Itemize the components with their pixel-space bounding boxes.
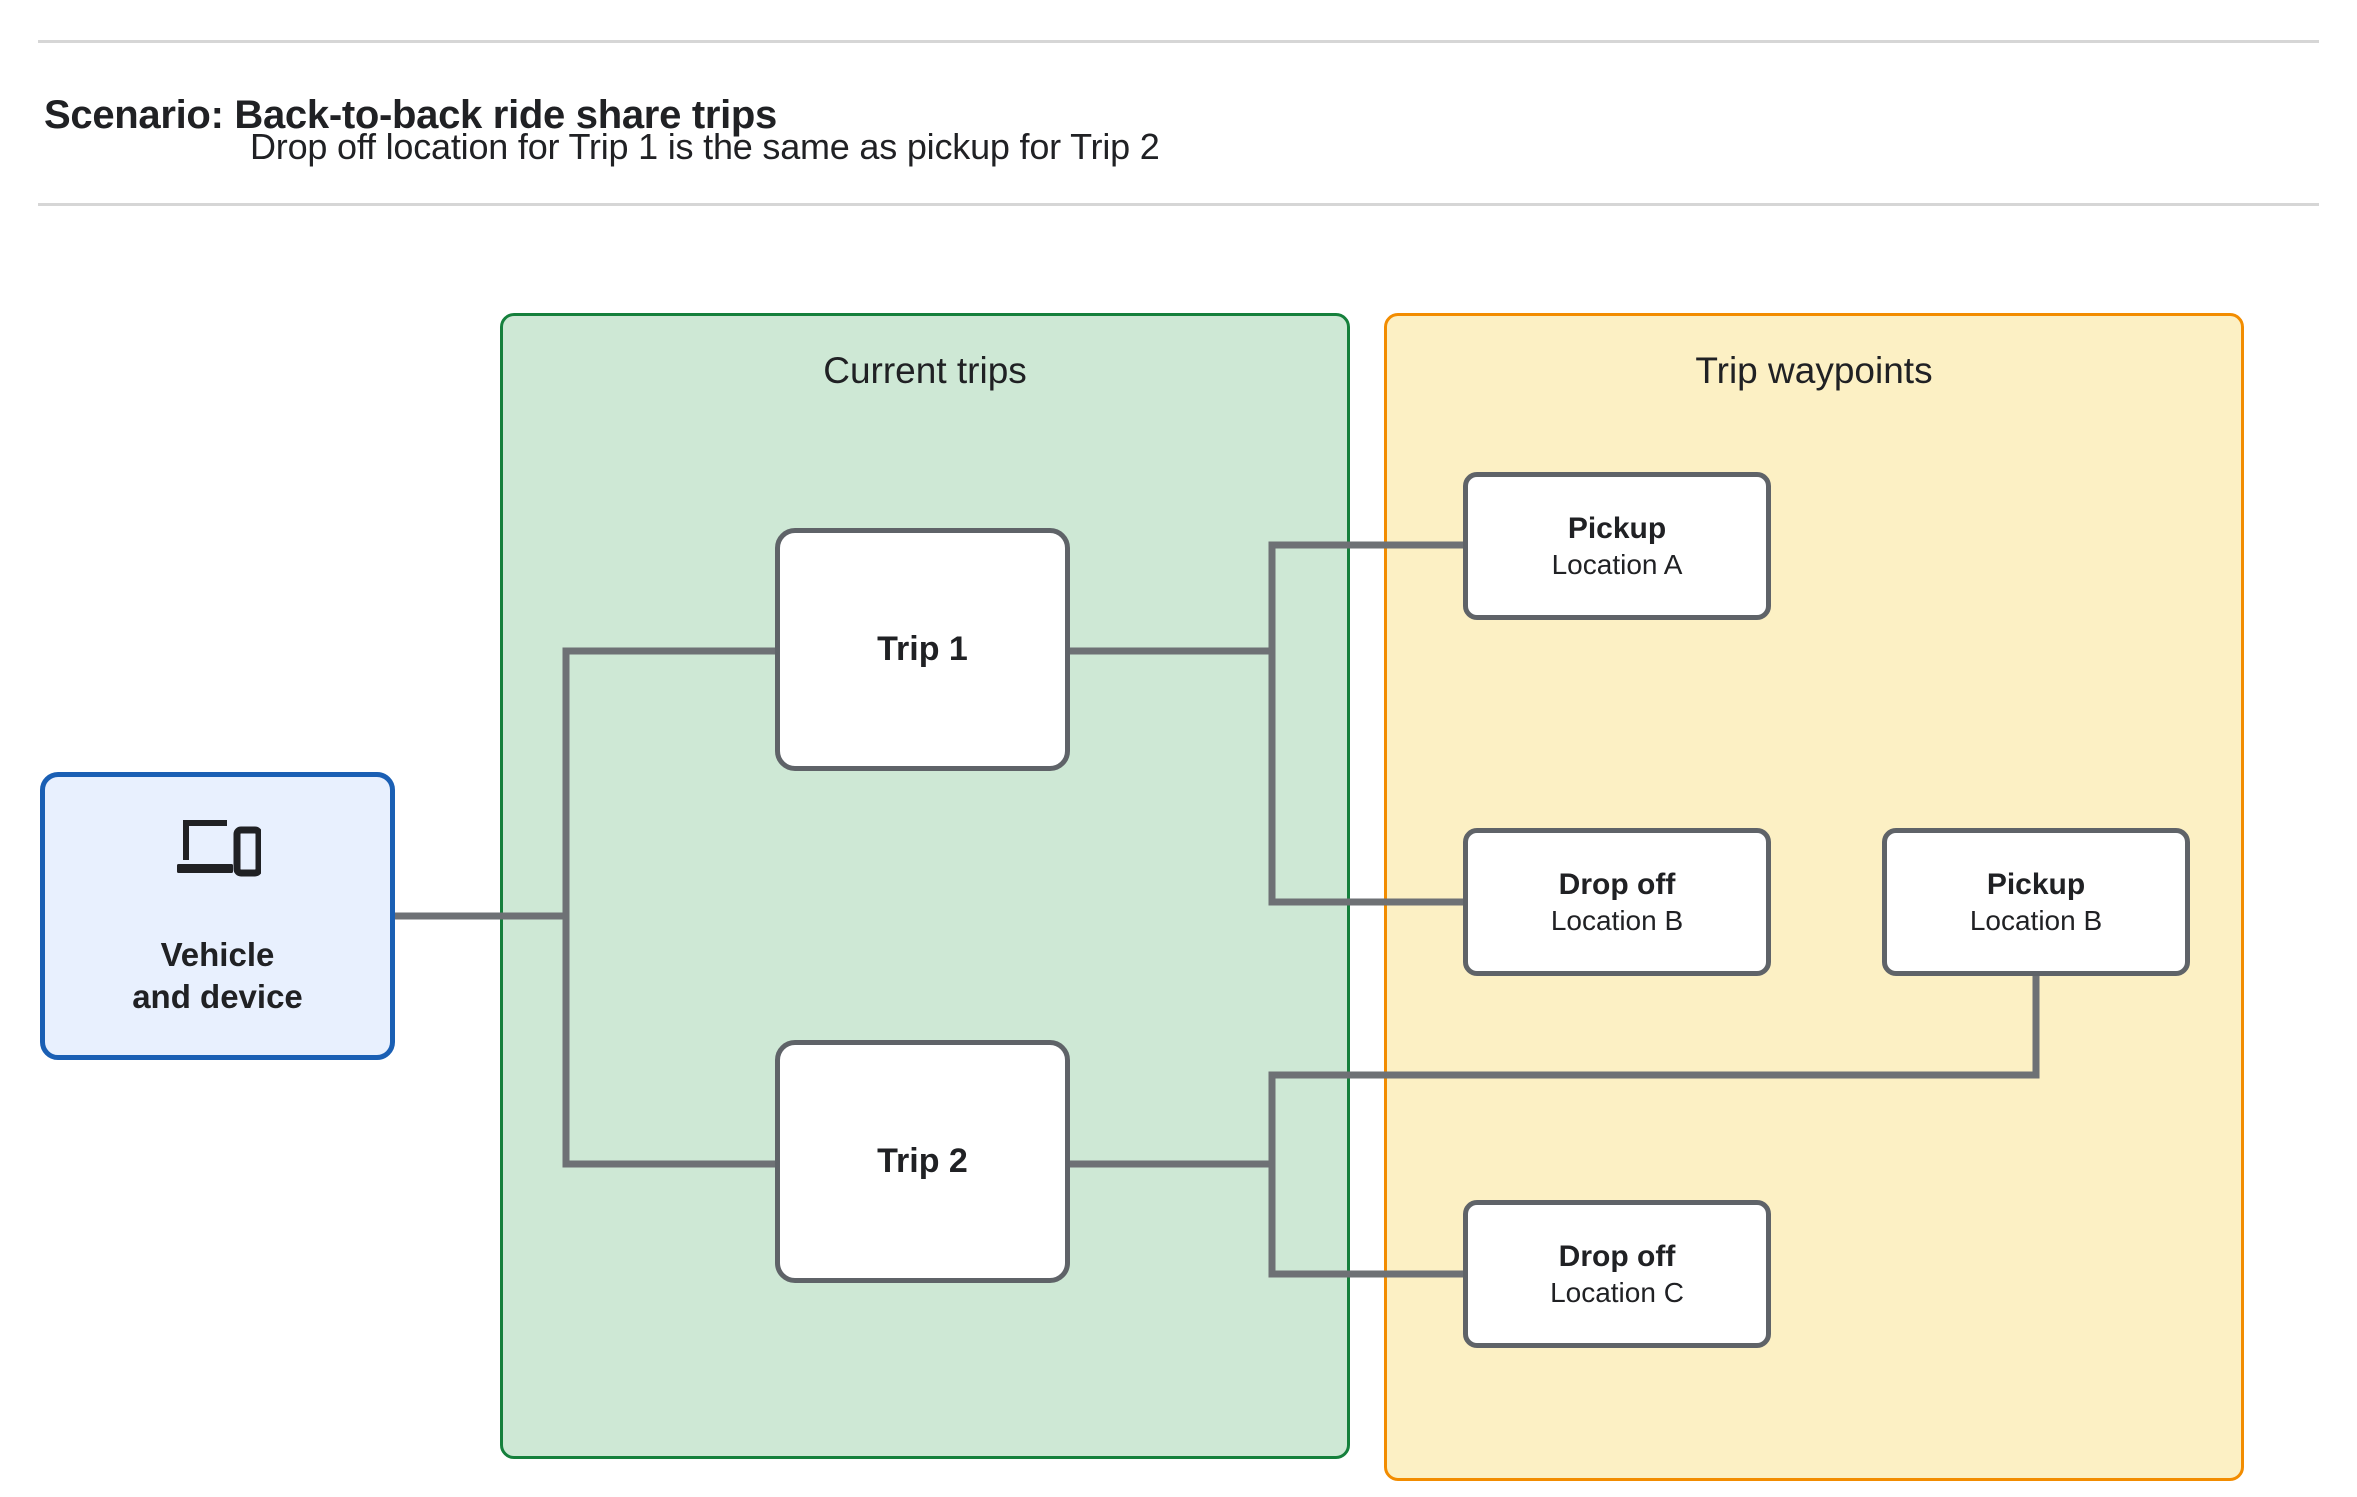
waypoint-node-pickup-b[interactable]: Pickup Location B (1882, 828, 2190, 976)
page-title: Scenario: Back-to-back ride share trips (44, 92, 778, 137)
waypoint-pickup-a-location: Location A (1551, 548, 1683, 580)
group-current-trips: Current trips (500, 313, 1350, 1459)
devices-icon (176, 819, 261, 877)
page-subtitle: Drop off location for Trip 1 is the same… (250, 126, 1160, 167)
waypoint-node-dropoff-c[interactable]: Drop off Location C (1463, 1200, 1771, 1348)
group-current-trips-title: Current trips (823, 350, 1027, 391)
waypoint-dropoff-c-title: Drop off (1558, 1240, 1676, 1274)
waypoint-pickup-a-title: Pickup (1567, 512, 1667, 546)
waypoint-pickup-b-location: Location B (1969, 904, 2103, 936)
vehicle-and-device-label: Vehicle and device (132, 935, 303, 1015)
trip-node-1-label: Trip 1 (877, 630, 968, 668)
header-divider-top (38, 40, 2319, 43)
waypoint-dropoff-b-title: Drop off (1558, 868, 1676, 902)
waypoint-dropoff-c-location: Location C (1550, 1276, 1684, 1308)
header-divider-bottom (38, 203, 2319, 206)
group-trip-waypoints-title: Trip waypoints (1695, 350, 1933, 391)
trip-node-1[interactable]: Trip 1 (775, 528, 1070, 771)
waypoint-node-pickup-a[interactable]: Pickup Location A (1463, 472, 1771, 620)
waypoint-node-dropoff-b[interactable]: Drop off Location B (1463, 828, 1771, 976)
vehicle-and-device-node[interactable]: Vehicle and device (40, 772, 395, 1060)
waypoint-dropoff-b-location: Location B (1550, 904, 1684, 936)
trip-node-2-label: Trip 2 (877, 1142, 968, 1180)
trip-node-2[interactable]: Trip 2 (775, 1040, 1070, 1283)
waypoint-pickup-b-title: Pickup (1986, 868, 2086, 902)
